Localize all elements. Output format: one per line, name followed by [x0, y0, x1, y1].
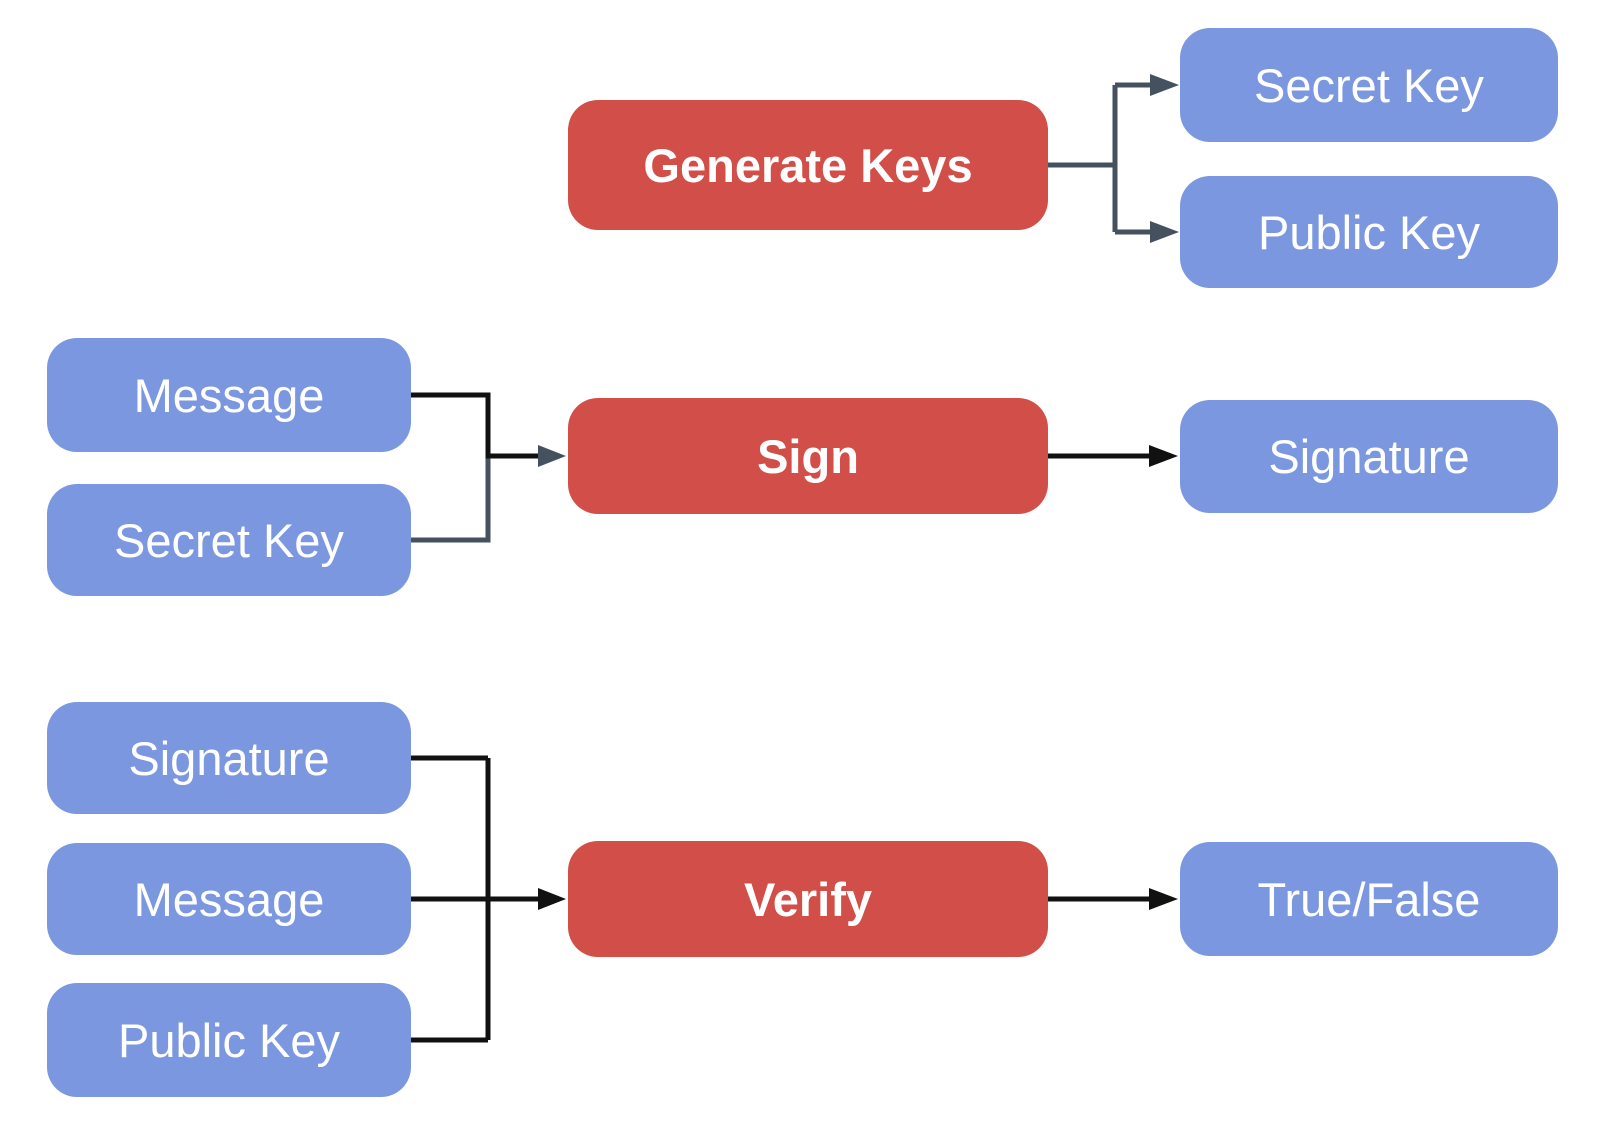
node-signature-output-label: Signature — [1268, 430, 1470, 483]
edge-message-to-sign — [411, 392, 540, 459]
node-generate-keys-label: Generate Keys — [643, 138, 973, 192]
node-public-key-output: Public Key — [1180, 176, 1558, 288]
node-public-key-output-label: Public Key — [1257, 205, 1481, 259]
node-signature-output: Signature — [1180, 400, 1558, 513]
node-message-verify-input-label: Message — [133, 872, 325, 926]
edge-inputs-to-verify — [411, 755, 540, 1043]
arrowhead-to-public-key — [1150, 221, 1179, 243]
arrowhead-to-sign — [538, 445, 566, 467]
node-secret-key-output-label: Secret Key — [1254, 58, 1484, 112]
arrowhead-to-verify — [538, 888, 566, 910]
arrowhead-to-secret-key — [1150, 74, 1179, 96]
node-secret-key-output: Secret Key — [1180, 28, 1558, 142]
edge-secret-key-to-sign — [411, 452, 491, 543]
node-sign-label: Sign — [757, 429, 859, 483]
node-verify: Verify — [568, 841, 1048, 957]
node-generate-keys: Generate Keys — [568, 100, 1048, 230]
node-message-sign-input-label: Message — [133, 368, 325, 422]
node-true-false-output: True/False — [1180, 842, 1558, 956]
node-public-key-verify-input-label: Public Key — [117, 1013, 341, 1067]
edge-generate-keys-branch — [1048, 82, 1152, 235]
node-secret-key-sign-input: Secret Key — [47, 484, 411, 596]
arrowhead-to-true-false — [1149, 888, 1178, 910]
node-true-false-output-label: True/False — [1257, 872, 1481, 926]
arrowhead-to-signature — [1149, 445, 1178, 467]
node-message-verify-input: Message — [47, 843, 411, 955]
node-verify-label: Verify — [743, 872, 873, 926]
node-public-key-verify-input: Public Key — [47, 983, 411, 1097]
node-message-sign-input: Message — [47, 338, 411, 452]
node-secret-key-sign-input-label: Secret Key — [114, 513, 344, 567]
node-sign: Sign — [568, 398, 1048, 514]
node-signature-verify-input: Signature — [47, 702, 411, 814]
node-signature-verify-input-label: Signature — [128, 731, 330, 785]
